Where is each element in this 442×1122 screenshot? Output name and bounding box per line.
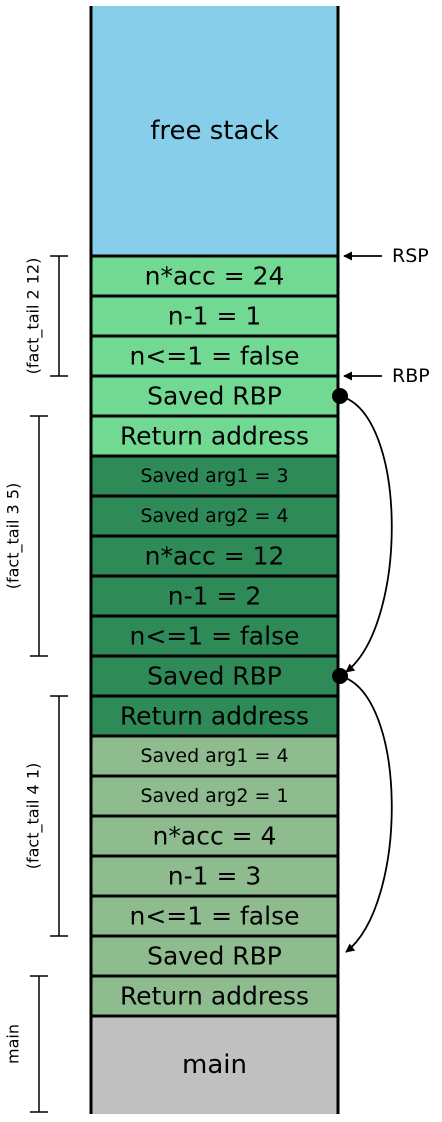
pointer-label: RBP xyxy=(392,365,430,387)
stack-cell xyxy=(91,456,338,496)
stack-cell-label: Return address xyxy=(120,702,309,731)
stack-cell xyxy=(91,736,338,776)
stack-cell-label: Saved RBP xyxy=(147,662,282,691)
frame-label: main xyxy=(4,1024,23,1064)
stack-cell xyxy=(91,896,338,936)
link-curve xyxy=(339,395,393,673)
stack-cell-label: Saved arg2 = 4 xyxy=(140,505,288,527)
stack-cell xyxy=(91,936,338,976)
stack-cell-label: Return address xyxy=(120,422,309,451)
stack-cell-label: Saved arg2 = 1 xyxy=(140,785,288,807)
stack-cell-label: n<=1 = false xyxy=(130,902,300,931)
frame-label: (fact_tail 3 5) xyxy=(4,483,24,590)
stack-cell xyxy=(91,816,338,856)
stack-cell xyxy=(91,616,338,656)
stack-cell-label: n*acc = 12 xyxy=(145,542,285,571)
stack-cell-label: n-1 = 2 xyxy=(168,582,262,611)
pointer-label: RSP xyxy=(392,245,429,267)
main-block-label: main xyxy=(182,1050,247,1080)
stack-cell-label: n<=1 = false xyxy=(130,622,300,651)
link-origin-dot xyxy=(332,388,348,404)
saved-rbp-link xyxy=(332,668,393,953)
stack-cell xyxy=(91,296,338,336)
frame-bracket: main xyxy=(4,975,48,1113)
frame-label: (fact_tail 4 1) xyxy=(24,763,44,870)
register-pointers: RSP RBP xyxy=(343,245,430,387)
register-pointer: RBP xyxy=(343,365,430,387)
stack-cell-label: n*acc = 4 xyxy=(153,822,277,851)
frame-bracket: (fact_tail 2 12) xyxy=(24,255,68,377)
stack-cell-label: n-1 = 3 xyxy=(168,862,262,891)
stack-cell xyxy=(91,336,338,376)
free-stack-label: free stack xyxy=(150,116,279,146)
stack-cell-label: n-1 = 1 xyxy=(168,302,262,331)
stack-cell xyxy=(91,576,338,616)
saved-rbp-links xyxy=(332,388,393,953)
stack-cell xyxy=(91,536,338,576)
stack-cell-label: Saved arg1 = 3 xyxy=(140,465,288,487)
stack-cell xyxy=(91,416,338,456)
stack-cell-label: n<=1 = false xyxy=(130,342,300,371)
stack-cell-label: Return address xyxy=(120,982,309,1011)
stack-cell-label: Saved arg1 = 4 xyxy=(140,745,288,767)
stack-cell-label: Saved RBP xyxy=(147,382,282,411)
frame-bracket: (fact_tail 4 1) xyxy=(24,695,68,937)
stack-cell xyxy=(91,376,338,416)
stack-cell xyxy=(91,856,338,896)
register-pointer: RSP xyxy=(343,245,429,267)
stack-cell xyxy=(91,776,338,816)
stack-cell-label: Saved RBP xyxy=(147,942,282,971)
frame-bracket: (fact_tail 3 5) xyxy=(4,415,48,657)
link-origin-dot xyxy=(332,668,348,684)
free-stack-block xyxy=(91,6,338,256)
main-block xyxy=(91,1016,338,1114)
stack-cell xyxy=(91,656,338,696)
stack-cell xyxy=(91,696,338,736)
link-curve xyxy=(339,675,393,953)
stack-cell xyxy=(91,976,338,1016)
saved-rbp-link xyxy=(332,388,393,673)
frame-label: (fact_tail 2 12) xyxy=(24,258,44,375)
stack-cell xyxy=(91,256,338,296)
frame-brackets: (fact_tail 2 12) (fact_tail 3 5) (fact_tai… xyxy=(4,255,68,1113)
stack-borders xyxy=(89,6,340,1114)
stack-cell xyxy=(91,496,338,536)
stack-cell-label: n*acc = 24 xyxy=(145,262,285,291)
